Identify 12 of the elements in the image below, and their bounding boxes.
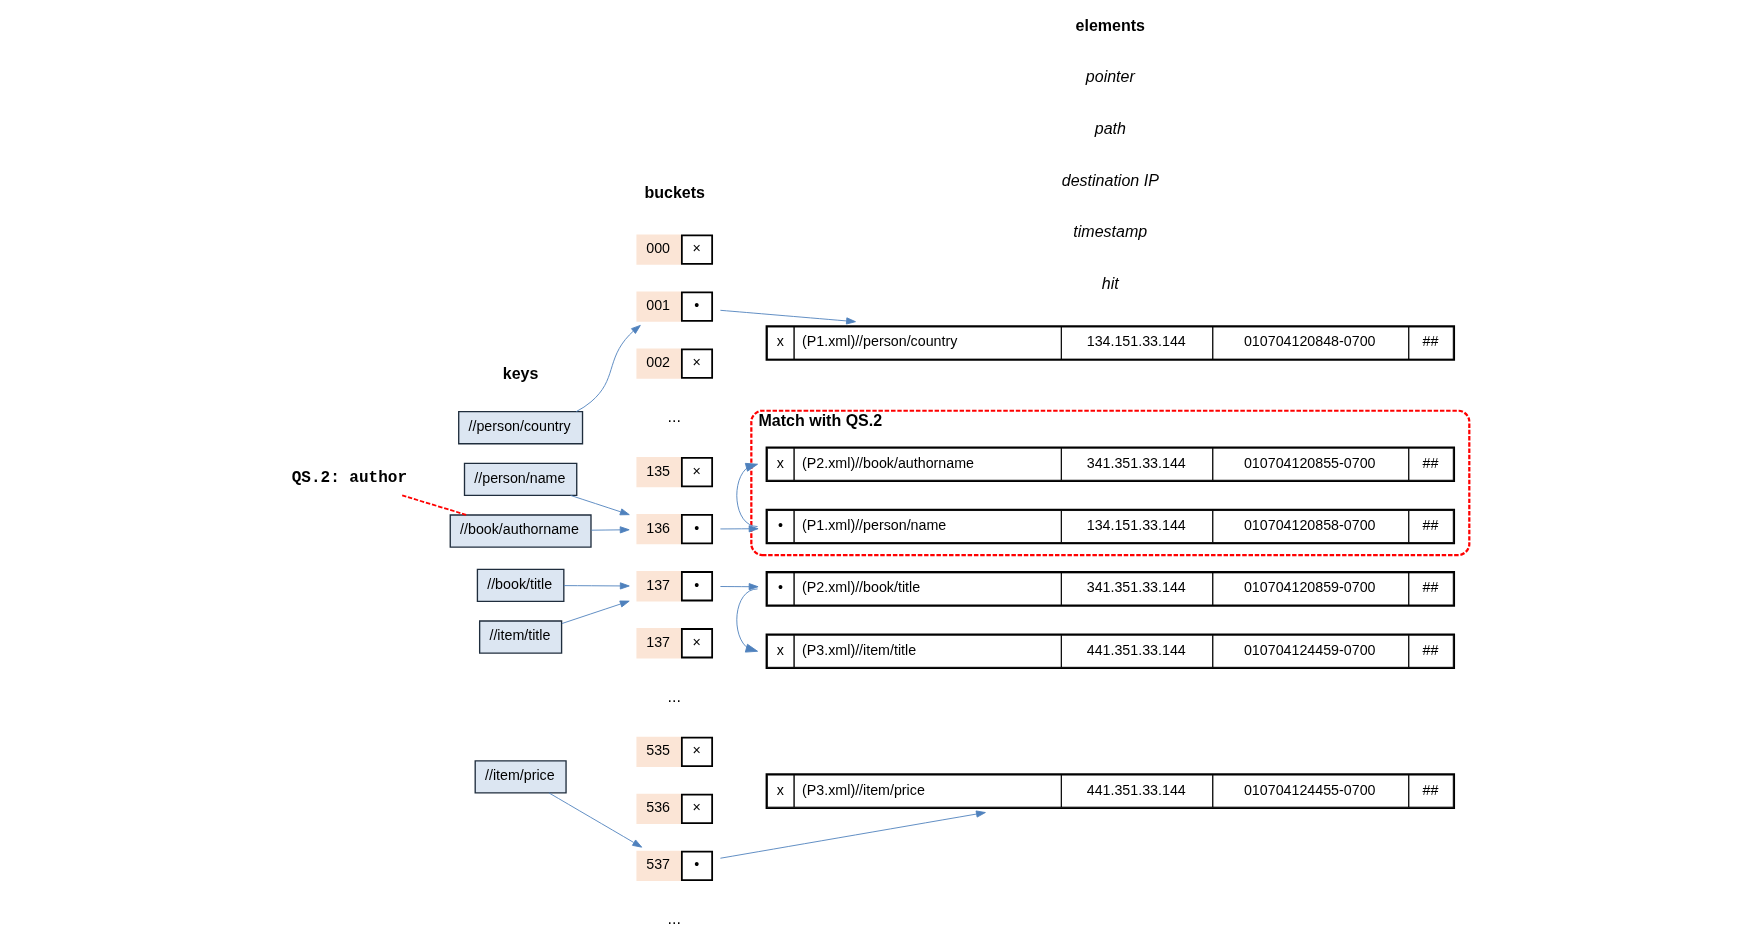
label: hit <box>1101 274 1119 293</box>
label: timestamp <box>1072 222 1147 241</box>
label: ... <box>667 686 681 705</box>
label: ... <box>667 909 681 928</box>
label: destination IP <box>1061 170 1159 189</box>
label: buckets <box>643 183 705 202</box>
label: pointer <box>1085 67 1135 86</box>
label: elements <box>1075 15 1145 34</box>
label: path <box>1094 119 1126 138</box>
node-text: QS.2: author <box>291 469 407 488</box>
label: keys <box>502 364 538 383</box>
label: ... <box>667 406 681 425</box>
